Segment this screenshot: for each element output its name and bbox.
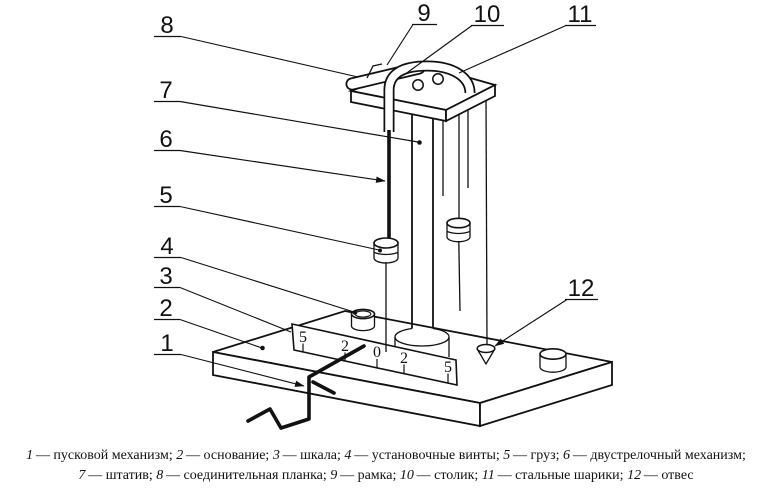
callout-2: 2: [159, 295, 172, 322]
scale-ticks: [302, 343, 449, 383]
figure-caption: 1 — пусковой механизм; 2 — основание; 3 …: [0, 446, 772, 486]
callout-8: 8: [160, 12, 173, 39]
callout-9: 9: [417, 0, 430, 27]
callout-1: 1: [160, 330, 173, 357]
leader-dot-4: [352, 310, 358, 315]
apparatus-diagram: 5 2 0 2 5: [154, 0, 613, 430]
callouts: 8 7 6 5 4 3 2 1 9 10 11: [154, 0, 598, 387]
trigger-mechanism: [246, 344, 366, 430]
scale-mark-2-right: 2: [400, 350, 408, 367]
callout-3: 3: [159, 263, 172, 290]
steel-ball-right: [432, 73, 444, 85]
caption-line-2: 7 — штатив; 8 — соединительная планка; 9…: [78, 468, 694, 483]
scale-mark-5-left: 5: [299, 329, 307, 346]
callout-12: 12: [568, 275, 595, 302]
scale-strip: 5 2 0 2 5: [291, 322, 458, 386]
scale-mark-5-right: 5: [444, 359, 452, 376]
caption-line-1: 1 — пусковой механизм; 2 — основание; 3 …: [26, 448, 746, 463]
levelling-screw-right: [539, 347, 567, 373]
leader-dot-5: [378, 248, 382, 253]
callout-5: 5: [159, 182, 172, 209]
plumb-bob: [476, 97, 496, 366]
frame-rear-edges: [442, 110, 469, 196]
steel-ball-left: [412, 79, 424, 91]
leader-dot-2: [260, 345, 265, 351]
callout-10: 10: [474, 1, 501, 28]
callout-4: 4: [160, 233, 173, 260]
steel-balls: [412, 73, 444, 91]
callout-7: 7: [159, 77, 172, 104]
scale-mark-0: 0: [373, 344, 381, 361]
callout-11: 11: [568, 1, 593, 28]
levelling-screw-left: [350, 308, 376, 332]
right-string: [458, 114, 461, 312]
right-weight: [446, 217, 471, 243]
left-weight: [373, 237, 399, 264]
callout-6: 6: [159, 126, 172, 153]
apparatus-figure: 5 2 0 2 5: [154, 0, 613, 430]
frame-band: [383, 60, 476, 240]
stand-column: [394, 105, 450, 357]
leader-dot-7: [417, 140, 422, 145]
scale-mark-2-left: 2: [341, 338, 349, 355]
